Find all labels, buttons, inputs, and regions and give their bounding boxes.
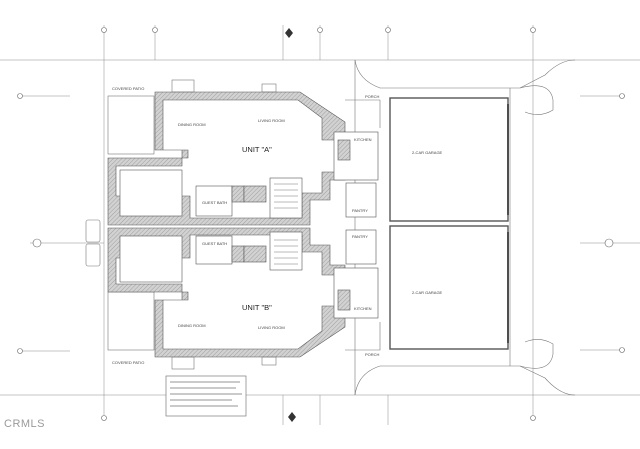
unit-b-label: UNIT "B"	[242, 303, 272, 312]
unit-a-living-label: LIVING ROOM	[258, 118, 285, 123]
unit-a-guest-bath-label: GUEST BATH	[202, 200, 227, 205]
north-arrows	[285, 28, 296, 422]
grid-markers	[17, 27, 625, 421]
unit-a-kitchen-label: KITCHEN	[354, 137, 372, 142]
garage-b-label: 2-CAR GARAGE	[412, 290, 443, 295]
garages	[389, 97, 509, 350]
unit-b-dining-label: DINING ROOM	[178, 323, 206, 328]
unit-a-pantry-label: PANTRY	[352, 208, 368, 213]
unit-b-living-label: LIVING ROOM	[258, 325, 285, 330]
unit-a-porch-label: PORCH	[365, 94, 380, 99]
unit-a-walls	[107, 91, 379, 226]
unit-b-guest-bath-label: GUEST BATH	[202, 241, 227, 246]
garage-a-label: 2-CAR GARAGE	[412, 150, 443, 155]
unit-b-walls	[107, 227, 379, 358]
unit-a-dining-label: DINING ROOM	[178, 122, 206, 127]
porches	[171, 79, 381, 370]
unit-b-covered-patio-label: COVERED PATIO	[112, 360, 144, 365]
stairs	[274, 183, 298, 265]
unit-b-porch-label: PORCH	[365, 352, 380, 357]
unit-a-label: UNIT "A"	[242, 145, 272, 154]
notes-box	[165, 375, 247, 417]
unit-b-kitchen-label: KITCHEN	[354, 306, 372, 311]
watermark: CRMLS	[4, 418, 46, 430]
dimension-lines	[0, 25, 640, 425]
unit-a-covered-patio-label: COVERED PATIO	[112, 86, 144, 91]
unit-b-pantry-label: PANTRY	[352, 234, 368, 239]
